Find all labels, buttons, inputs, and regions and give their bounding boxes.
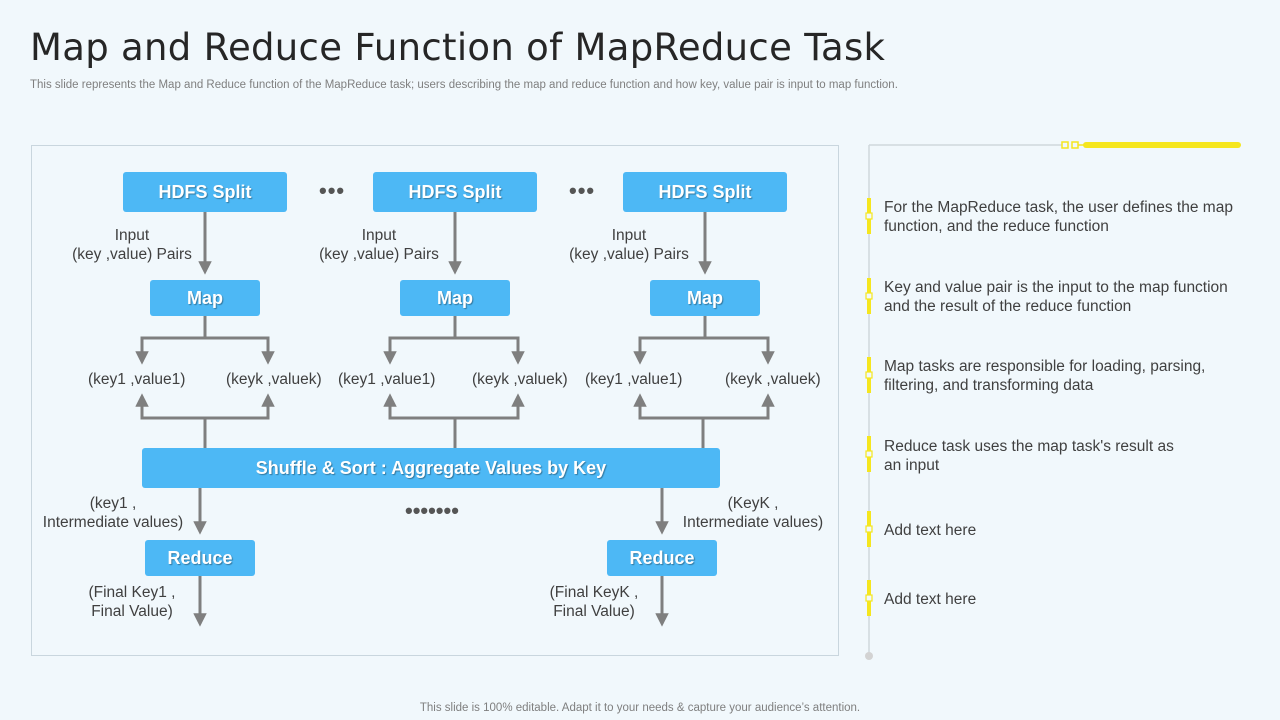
map-fork-3 [638,316,770,358]
page-title: Map and Reduce Function of MapReduce Tas… [30,26,886,69]
timeline-graphic [865,141,1241,660]
map-box-3: Map [650,280,760,316]
timeline-item-2: Key and value pair is the input to the m… [884,279,1228,315]
hdfs-split-box-3: HDFS Split [623,172,787,212]
input-label-3-line1: Input [611,227,647,244]
footer-note: This slide is 100% editable. Adapt it to… [419,702,861,714]
diagram-panel [31,145,839,656]
timeline-item-6: Add text here [884,591,977,608]
input-label-2-line1: Input [361,227,397,244]
timeline-item-3: Map tasks are responsible for loading, p… [884,358,1206,394]
hdfs-split-box-1: HDFS Split [123,172,287,212]
input-label-2: Input (key ,value) Pairs [317,226,441,264]
shuffle-sort-box: Shuffle & Sort : Aggregate Values by Key [142,448,720,488]
input-label-3: Input (key ,value) Pairs [567,226,691,264]
pair-label-3-left: (key1 ,value1) [585,371,683,388]
shuffle-fork-1 [140,400,270,448]
reduce-ellipsis: ••••••• [405,498,459,523]
timeline-item-4: Reduce task uses the map task's result a… [884,438,1174,474]
input-label-3-line2: (key ,value) Pairs [569,246,689,263]
split-ellipsis-2: ••• [569,178,596,203]
final-label-left: (Final Key1 , Final Value) [84,583,180,621]
intermediate-label-right: (KeyK , Intermediate values) [680,494,826,532]
hdfs-split-box-2: HDFS Split [373,172,537,212]
final-label-left-line2: Final Value) [91,603,173,620]
map-box-2: Map [400,280,510,316]
pair-label-1-left: (key1 ,value1) [88,371,186,388]
pair-label-2-right: (keyk ,valuek) [472,371,568,388]
page-subtitle: This slide represents the Map and Reduce… [30,79,898,91]
intermediate-label-left: (key1 , Intermediate values) [40,494,186,532]
timeline-item-5: Add text here [884,522,977,539]
reduce-box-1: Reduce [145,540,255,576]
intermediate-label-right-line1: (KeyK , [727,495,779,512]
pair-label-3-right: (keyk ,valuek) [725,371,821,388]
final-label-right-line2: Final Value) [553,603,635,620]
final-label-left-line1: (Final Key1 , [88,584,176,601]
pair-label-1-right: (keyk ,valuek) [226,371,322,388]
split-ellipsis-1: ••• [319,178,346,203]
intermediate-label-right-line2: Intermediate values) [682,514,824,531]
map-fork-1 [140,316,270,358]
map-fork-2 [388,316,520,358]
final-label-right: (Final KeyK , Final Value) [546,583,642,621]
intermediate-label-left-line1: (key1 , [89,495,137,512]
input-label-1-line2: (key ,value) Pairs [72,246,192,263]
pair-label-2-left: (key1 ,value1) [338,371,436,388]
intermediate-label-left-line2: Intermediate values) [42,514,184,531]
map-box-1: Map [150,280,260,316]
timeline-item-1: For the MapReduce task, the user defines… [884,199,1233,235]
input-label-2-line2: (key ,value) Pairs [319,246,439,263]
input-label-1-line1: Input [114,227,150,244]
final-label-right-line1: (Final KeyK , [549,584,639,601]
shuffle-fork-2 [388,400,520,448]
input-label-1: Input (key ,value) Pairs [70,226,194,264]
reduce-box-2: Reduce [607,540,717,576]
shuffle-fork-3 [638,400,770,448]
